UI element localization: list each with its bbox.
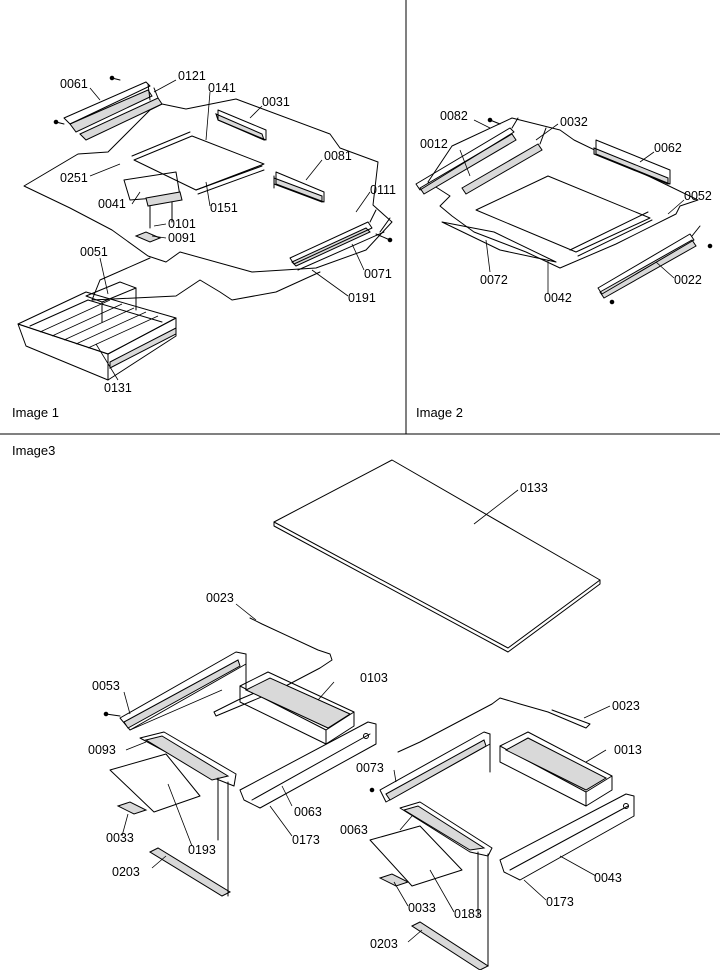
rail-0111 [289,209,393,271]
callout-0131: 0131 [104,381,132,395]
callout-0043: 0043 [594,871,622,885]
rail-0052 [569,211,713,305]
callout-0093: 0093 [88,743,116,757]
image1-caption: Image 1 [12,405,59,420]
callout-0031: 0031 [262,95,290,109]
callout-0032: 0032 [560,115,588,129]
callout-0193: 0193 [188,843,216,857]
bracket-0043 [499,793,635,881]
rail-0063-right [399,801,493,857]
bracket-0013 [499,731,613,807]
image2-panel [415,117,713,305]
callout-0051: 0051 [80,245,108,259]
rail-0073 [369,731,491,803]
rail-0053 [103,651,247,731]
callout-0091: 0091 [168,231,196,245]
callout-0063-right: 0063 [340,823,368,837]
callout-0073: 0073 [356,761,384,775]
callout-0061: 0061 [60,77,88,91]
callout-0053: 0053 [92,679,120,693]
callout-0063-left: 0063 [294,805,322,819]
callout-0251: 0251 [60,171,88,185]
callout-0023-left: 0023 [206,591,234,605]
callout-0103: 0103 [360,671,388,685]
callout-0033-right: 0033 [408,901,436,915]
front-trim-0151 [195,165,263,191]
image3-caption: Image3 [12,443,55,458]
callout-0071: 0071 [364,267,392,281]
callout-0022: 0022 [674,273,702,287]
callout-0072: 0072 [480,273,508,287]
image1-panel [17,75,393,381]
callout-0013: 0013 [614,743,642,757]
rail-0031 [215,109,267,141]
trim-0183 [369,825,463,887]
image3-callouts: 0133 0023 0053 0103 0093 0063 0033 0193 … [88,481,642,951]
callout-0052: 0052 [684,189,712,203]
clip-0033-left [116,801,148,815]
callout-0081: 0081 [324,149,352,163]
drawer-divider-0051 [85,281,137,323]
image3-panel [103,459,635,970]
crisper-drawer-0131 [17,291,177,381]
callout-0203-left: 0203 [112,865,140,879]
callout-0173-left: 0173 [292,833,320,847]
callout-0203-right: 0203 [370,937,398,951]
image1-lower-outline [91,257,321,301]
callout-0023-right: 0023 [612,699,640,713]
image2-base-outline [427,117,699,269]
strip-0203-left [148,847,232,897]
callout-0121: 0121 [178,69,206,83]
glass-shelf-0042 [475,175,651,253]
rear-trim [131,131,191,157]
image1-callouts: 0061 0121 0141 0031 0081 0251 0041 0151 … [60,69,396,395]
trim-0193 [109,753,201,813]
clip-0033-right [378,873,410,887]
image2-caption: Image 2 [416,405,463,420]
callout-0101: 0101 [168,217,196,231]
image2-callouts: 0082 0032 0012 0062 0052 0072 0042 0022 [420,109,712,305]
wire-support-0023-right [397,697,591,753]
rail-0093 [139,731,237,787]
callout-0033-left: 0033 [106,831,134,845]
callout-0012: 0012 [420,137,448,151]
rail-0121 [79,87,163,141]
strip-0203-right [410,921,490,970]
callout-0173-right: 0173 [546,895,574,909]
callout-0042: 0042 [544,291,572,305]
rail-0061 [53,75,153,133]
image1-base-outline [23,98,393,273]
front-trim-0072 [441,221,557,263]
callout-0141: 0141 [208,81,236,95]
callout-0191: 0191 [348,291,376,305]
callout-0041: 0041 [98,197,126,211]
rail-0062 [593,139,671,185]
rail-0032 [461,127,547,195]
callout-0133: 0133 [520,481,548,495]
callout-0183: 0183 [454,907,482,921]
leader-lines [89,79,685,943]
callout-0082: 0082 [440,109,468,123]
clip-0091 [134,231,162,243]
rail-0012 [415,117,519,195]
wire-support-0023-left [213,617,333,717]
bracket-0103 [239,671,355,745]
rail-0081 [273,171,325,203]
bracket-0063-left [239,721,377,809]
callout-0062: 0062 [654,141,682,155]
callout-0111: 0111 [370,183,396,197]
callout-0151: 0151 [210,201,238,215]
glass-shelf-0141 [133,135,265,191]
